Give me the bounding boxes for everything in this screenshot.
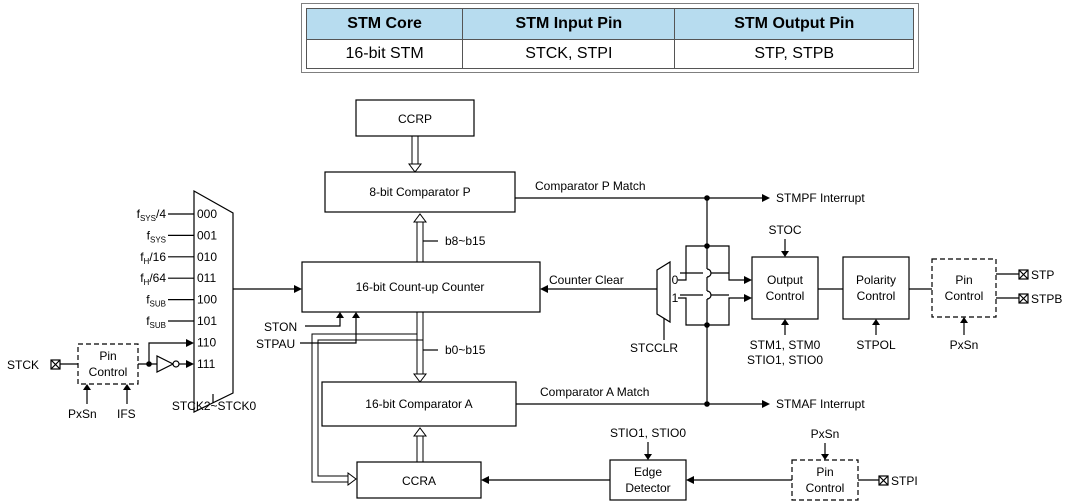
pin-control-label: Control (945, 289, 984, 303)
clock-inputs: 000 fSYS/4 001 fSYS 010 fH/16 011 fH/64 100 fSUB 1… (137, 207, 218, 371)
edge-detector-label: Edge (634, 465, 662, 479)
clock-source-label: fSUB (146, 293, 166, 309)
mux-input-code: 011 (197, 271, 216, 285)
clock-source-label: fSYS/4 (137, 207, 167, 223)
clock-source-label: fH/64 (140, 271, 166, 287)
comparator-a-block (321, 381, 517, 427)
polarity-control-label: Control (857, 289, 896, 303)
table-cell: STCK, STPI (462, 39, 676, 69)
ston-label: STON (264, 320, 297, 334)
mux-input-0: 0 (672, 273, 679, 287)
stpb-pin-icon (1018, 293, 1029, 304)
table-header: STM Output Pin (674, 8, 914, 40)
counter-clear-label: Counter Clear (549, 273, 624, 287)
comparator-a-label: 16-bit Comparator A (365, 397, 472, 411)
counter-label: 16-bit Count-up Counter (356, 280, 485, 294)
comparator-p-match-label: Comparator P Match (535, 179, 646, 193)
stoc-label: STOC (768, 223, 801, 237)
mux-input-code: 000 (197, 207, 217, 221)
input-pin-control (791, 459, 859, 501)
stio-edge-label: STIO1, STIO0 (610, 426, 686, 440)
comparator-a-match-label: Comparator A Match (540, 385, 649, 399)
counter-block (301, 261, 541, 313)
mux-input-code: 101 (197, 314, 217, 328)
pin-control-label: Pin (816, 465, 833, 479)
match-routing (678, 198, 752, 404)
polarity-control-label: Polarity (856, 273, 896, 287)
edge-detector-block (609, 459, 687, 501)
inverter (156, 355, 175, 373)
pxsn-label: PxSn (811, 427, 840, 441)
stmpf-interrupt-label: STMPF Interrupt (776, 191, 865, 205)
b0-b15-bus (413, 312, 438, 383)
comparator-p-block (324, 171, 516, 213)
clock-mux (193, 189, 234, 413)
ccra-bus-arrow (413, 427, 427, 462)
ifs-label: IFS (117, 407, 136, 421)
b8-b15-label: b8~b15 (445, 234, 486, 248)
stpol-label: STPOL (856, 338, 896, 352)
stmaf-interrupt-label: STMAF Interrupt (776, 397, 865, 411)
pin-control-label: Pin (955, 273, 972, 287)
comparator-p-label: 8-bit Comparator P (369, 185, 470, 199)
stpau-label: STPAU (256, 337, 295, 351)
ccrp-label: CCRP (398, 112, 432, 126)
edge-detector-label: Detector (625, 481, 670, 495)
output-control-block (751, 256, 819, 320)
mux-select-label: STCK2~STCK0 (172, 399, 257, 413)
stp-pin-label: STP (1031, 268, 1054, 282)
stck-pin-control (77, 343, 139, 385)
mux-input-code: 100 (197, 293, 217, 307)
stpi-pin-label: STPI (891, 474, 918, 488)
output-control-label: Output (767, 273, 804, 287)
stp-pin-icon (1018, 269, 1029, 280)
stck-pin-icon (50, 359, 61, 370)
pin-control-label: Control (89, 365, 128, 379)
mux-input-1: 1 (672, 291, 679, 305)
output-control-label: Control (766, 289, 805, 303)
stpi-pin-icon (878, 475, 889, 486)
stm-bits-label: STIO1, STIO0 (747, 353, 823, 367)
ccrp-block (355, 99, 475, 137)
clock-source-label: fSUB (146, 314, 166, 330)
pxsn-label: PxSn (950, 338, 979, 352)
pin-control-label: Control (806, 481, 845, 495)
pxsn-label: PxSn (68, 407, 97, 421)
ccra-label: CCRA (402, 474, 436, 488)
table-header: STM Input Pin (462, 8, 676, 40)
mux-input-code: 111 (197, 357, 216, 371)
stm-pin-table: STM Core STM Input Pin STM Output Pin 16… (301, 3, 919, 73)
stpb-pin-label: STPB (1031, 292, 1062, 306)
table-cell: STP, STPB (674, 39, 914, 69)
b0-b15-label: b0~b15 (445, 343, 486, 357)
counter-to-ccra-bus (311, 333, 423, 486)
stck-pin-label: STCK (7, 358, 39, 372)
counter-clear-mux (656, 260, 671, 324)
mux-input-code: 110 (197, 335, 216, 349)
polarity-control-block (842, 256, 910, 320)
stcclr-label: STCCLR (630, 341, 678, 355)
clock-source-label: fH/16 (140, 250, 166, 266)
arrowhead (762, 194, 770, 202)
b8-b15-bus (413, 213, 438, 262)
stm-bits-label: STM1, STM0 (750, 338, 821, 352)
table-cell: 16-bit STM (305, 39, 464, 69)
output-pin-control (931, 258, 997, 318)
pin-control-label: Pin (99, 349, 116, 363)
mux-input-code: 001 (197, 228, 217, 242)
ccrp-bus-arrow (408, 136, 422, 173)
mux-input-code: 010 (197, 250, 217, 264)
clock-source-label: fSYS (147, 228, 166, 244)
table-row: 16-bit STM STCK, STPI STP, STPB (305, 39, 914, 69)
